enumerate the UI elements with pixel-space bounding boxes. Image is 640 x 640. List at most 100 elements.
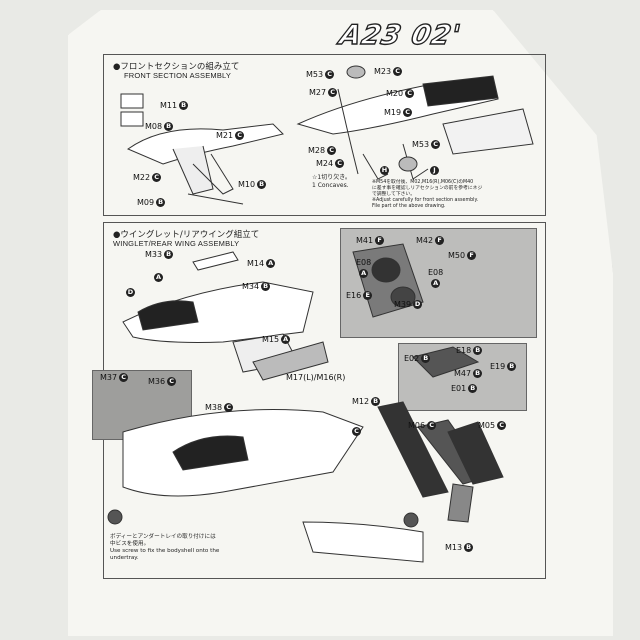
screw-note-en-1: Use screw to fix the bodyshell onto the xyxy=(110,548,220,554)
part-letter-E19: B xyxy=(507,362,517,371)
part-label-M41-number: M41 xyxy=(356,236,374,245)
part-letter-M21: C xyxy=(235,131,245,140)
front-section-title-en: FRONT SECTION ASSEMBLY xyxy=(124,71,232,80)
part-letter-M38: C xyxy=(224,403,234,412)
part-letter-M12: B xyxy=(371,397,381,406)
part-letter-M08: B xyxy=(164,122,174,131)
part-label-D: D xyxy=(126,288,135,297)
part-label-M08-number: M08 xyxy=(145,122,163,131)
part-letter-M28: C xyxy=(327,146,337,155)
part-label-M05-number: M05 xyxy=(478,421,496,430)
part-letter-E01: B xyxy=(468,384,478,393)
adjust-note: ※M54を取付後、M02,M16(R),M06(C)のM40 に差す事を確認しリ… xyxy=(372,180,482,210)
part-letter-M41: F xyxy=(375,236,385,245)
part-label-M15-number: M15 xyxy=(262,335,280,344)
part-label-E02-number: E02 xyxy=(404,354,420,363)
part-letter-M09: B xyxy=(156,198,166,207)
part-label-M42-number: M42 xyxy=(416,236,434,245)
adjust-note-jp-2: に差す事を確認しリアセクションの前を参考にネジ xyxy=(372,186,483,191)
part-letter-M05: C xyxy=(497,421,507,430)
wing-section-title-jp: ●ウイングレット/リアウイング組立て xyxy=(113,230,260,240)
part-letter-M39: D xyxy=(413,300,423,309)
part-label-E08-right-number: E08 xyxy=(428,268,444,277)
adjust-note-en-2: File part of the above drawing. xyxy=(372,204,446,209)
adjust-note-jp-1: ※M54を取付後、M02,M16(R),M06(C)のM40 xyxy=(372,180,474,185)
part-letter-M27: C xyxy=(328,88,338,97)
cut-note-line-1: ☆1切り欠き。 xyxy=(312,174,351,181)
cut-note: ☆1切り欠き。 1 Concaves. xyxy=(312,174,351,189)
part-label-E18-number: E18 xyxy=(456,346,472,355)
part-label-M22-number: M22 xyxy=(133,173,151,182)
part-letter-J: J xyxy=(430,166,439,175)
part-label-M21-number: M21 xyxy=(216,131,234,140)
part-label-E08-number: E08 xyxy=(356,258,372,267)
part-label-M33-number: M33 xyxy=(145,250,163,259)
part-label-E16-number: E16 xyxy=(346,291,362,300)
part-letter-M19: C xyxy=(403,108,413,117)
part-letter-M53: C xyxy=(325,70,335,79)
part-letter-M53-lower: C xyxy=(431,140,441,149)
part-label-M53-lower-number: M53 xyxy=(412,140,430,149)
part-letter-E16: E xyxy=(363,291,373,300)
part-label-M13-number: M13 xyxy=(445,543,463,552)
part-letter-C: C xyxy=(352,427,361,436)
part-label-M11-number: M11 xyxy=(160,101,178,110)
part-letter-M42: F xyxy=(435,236,445,245)
part-label-M17-M16-number: M17(L)/M16(R) xyxy=(286,373,346,382)
part-label-E01-number: E01 xyxy=(451,384,467,393)
screw-note-en-2: undertray. xyxy=(110,555,139,561)
wing-section-title-en: WINGLET/REAR WING ASSEMBLY xyxy=(113,239,240,248)
part-letter-M10: B xyxy=(257,180,267,189)
adjust-note-en-1: ※Adjust carefully for front section asse… xyxy=(372,198,479,203)
part-label-M34-number: M34 xyxy=(242,282,260,291)
part-letter-M15: A xyxy=(281,335,291,344)
part-letter-D: D xyxy=(126,288,135,297)
part-letter-M36: C xyxy=(167,377,177,386)
part-label-M37-number: M37 xyxy=(100,373,118,382)
cut-note-line-2: 1 Concaves. xyxy=(312,181,349,189)
part-letter-M24: C xyxy=(335,159,345,168)
part-label-H: H xyxy=(380,166,389,175)
front-section-title-jp: ●フロントセクションの組み立て xyxy=(113,62,240,72)
part-label-M12-number: M12 xyxy=(352,397,370,406)
part-letter-E08-right: A xyxy=(431,279,441,288)
part-letter-M13: B xyxy=(464,543,474,552)
part-letter-M06: C xyxy=(427,421,437,430)
model-title: A23 02' xyxy=(336,19,465,51)
adjust-note-jp-3: で調整して下さい。 xyxy=(372,192,416,197)
part-label-E19-number: E19 xyxy=(490,362,506,371)
part-letter-E18: B xyxy=(473,346,483,355)
part-label-A: A xyxy=(154,273,163,282)
part-label-M24-number: M24 xyxy=(316,159,334,168)
part-letter-M20: C xyxy=(405,89,415,98)
part-label-M06-number: M06 xyxy=(408,421,426,430)
